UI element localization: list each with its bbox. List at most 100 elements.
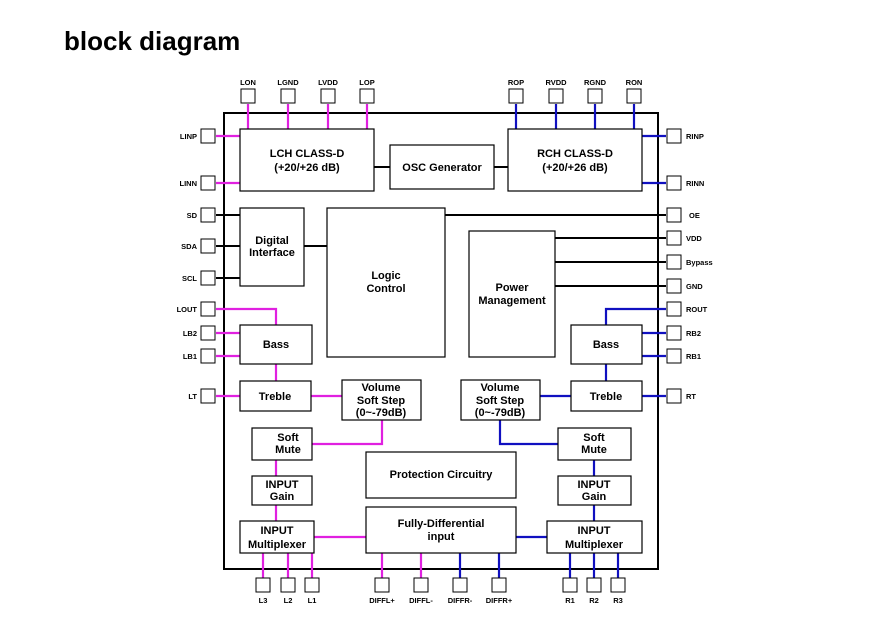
input-multiplexer-left-label-1: INPUT — [261, 525, 294, 537]
pin-l1: L1 — [304, 577, 320, 605]
rch-class-d-gain-label: (+20/+26 dB) — [542, 162, 608, 174]
volume-right-label-1: Volume — [481, 382, 520, 394]
pin-lb2-label: LB2 — [183, 329, 197, 338]
left-channel-wires — [216, 104, 423, 578]
pin-diffr-minus: DIFFR- — [448, 577, 473, 605]
treble-left-label: Treble — [259, 391, 291, 403]
pin-lt: LT — [188, 388, 216, 404]
input-multiplexer-right-block: INPUT Multiplexer — [546, 520, 643, 554]
input-gain-left-block: INPUT Gain — [251, 475, 313, 506]
page-title: block diagram — [64, 26, 241, 56]
input-multiplexer-right-label-1: INPUT — [578, 525, 611, 537]
lch-class-d-label: LCH CLASS-D — [270, 148, 345, 160]
pin-diffl-plus-label: DIFFL+ — [369, 596, 395, 605]
pin-lon-label: LON — [240, 78, 256, 87]
right-channel-wires — [458, 104, 666, 578]
pin-l1-label: L1 — [308, 596, 317, 605]
pin-linn: LINN — [180, 175, 216, 191]
osc-generator-block: OSC Generator — [389, 144, 495, 190]
input-gain-left-label-1: INPUT — [266, 479, 299, 491]
pin-lop-label: LOP — [359, 78, 374, 87]
pin-rt: RT — [666, 388, 696, 404]
lch-class-d-block: LCH CLASS-D (+20/+26 dB) — [239, 128, 375, 192]
pin-lout: LOUT — [177, 301, 216, 317]
pin-rb1-label: RB1 — [686, 352, 701, 361]
protection-circuitry-block: Protection Circuitry — [365, 451, 517, 499]
pin-ron-label: RON — [626, 78, 643, 87]
pin-lb1-label: LB1 — [183, 352, 197, 361]
soft-mute-left-label-1: Soft — [277, 432, 299, 444]
pin-diffl-minus-label: DIFFL- — [409, 596, 433, 605]
volume-left-label-3: (0~-79dB) — [356, 407, 407, 419]
pin-sd-label: SD — [187, 211, 198, 220]
pin-rvdd: RVDD — [545, 78, 567, 104]
volume-right-block: Volume Soft Step (0~-79dB) — [460, 379, 541, 421]
pin-diffl-minus: DIFFL- — [409, 577, 433, 605]
lch-class-d-gain-label: (+20/+26 dB) — [274, 162, 340, 174]
soft-mute-right-label-1: Soft — [583, 432, 605, 444]
pin-lvdd-label: LVDD — [318, 78, 338, 87]
pin-l3-label: L3 — [259, 596, 268, 605]
input-gain-right-label-2: Gain — [582, 491, 607, 503]
pin-rout-label: ROUT — [686, 305, 708, 314]
pin-l3: L3 — [255, 577, 271, 605]
logic-control-label-1: Logic — [371, 270, 400, 282]
fully-differential-label-1: Fully-Differential — [398, 518, 485, 530]
pin-l2: L2 — [280, 577, 296, 605]
pin-lgnd-label: LGND — [277, 78, 299, 87]
pin-diffr-plus-label: DIFFR+ — [486, 596, 513, 605]
pin-lop: LOP — [359, 78, 375, 104]
rch-class-d-block: RCH CLASS-D (+20/+26 dB) — [507, 128, 643, 192]
pin-vdd: VDD — [666, 230, 702, 246]
fully-differential-label-2: input — [428, 531, 455, 543]
pin-diffr-minus-label: DIFFR- — [448, 596, 473, 605]
pin-oe: OE — [666, 207, 700, 223]
input-gain-right-label-1: INPUT — [578, 479, 611, 491]
volume-left-label-1: Volume — [362, 382, 401, 394]
soft-mute-right-block: Soft Mute — [557, 427, 632, 461]
pin-rinp-label: RINP — [686, 132, 704, 141]
digital-interface-block: Digital Interface — [239, 207, 305, 287]
pin-r3-label: R3 — [613, 596, 623, 605]
pin-diffl-plus: DIFFL+ — [369, 577, 395, 605]
soft-mute-left-label-2: Mute — [275, 444, 301, 456]
fully-differential-input-block: Fully-Differential input — [365, 506, 517, 554]
input-multiplexer-left-block: INPUT Multiplexer — [239, 520, 315, 554]
digital-interface-label-1: Digital — [255, 235, 289, 247]
power-management-label-1: Power — [495, 282, 529, 294]
pin-lgnd: LGND — [277, 78, 299, 104]
input-multiplexer-right-label-2: Multiplexer — [565, 539, 624, 551]
input-multiplexer-left-label-2: Multiplexer — [248, 539, 307, 551]
pin-rb2: RB2 — [666, 325, 701, 341]
pin-r2-label: R2 — [589, 596, 599, 605]
pin-rop: ROP — [508, 78, 524, 104]
bass-left-block: Bass — [239, 324, 313, 365]
pin-linp-label: LINP — [180, 132, 197, 141]
power-management-block: Power Management — [468, 230, 556, 358]
pin-lb1: LB1 — [183, 348, 216, 364]
pin-bypass-label: Bypass — [686, 258, 713, 267]
pin-gnd: GND — [666, 278, 703, 294]
pin-r3: R3 — [610, 577, 626, 605]
treble-right-block: Treble — [570, 380, 643, 412]
pin-r1-label: R1 — [565, 596, 575, 605]
soft-mute-left-block: Soft Mute — [251, 427, 313, 461]
pin-r2: R2 — [586, 577, 602, 605]
pin-rgnd-label: RGND — [584, 78, 607, 87]
pin-gnd-label: GND — [686, 282, 703, 291]
chip-outline — [223, 112, 659, 570]
protection-circuitry-label: Protection Circuitry — [390, 469, 494, 481]
osc-generator-label: OSC Generator — [402, 162, 482, 174]
pin-rvdd-label: RVDD — [545, 78, 567, 87]
volume-right-label-2: Soft Step — [476, 395, 525, 407]
soft-mute-right-label-2: Mute — [581, 444, 607, 456]
control-wires — [216, 166, 666, 287]
pin-rb1: RB1 — [666, 348, 701, 364]
bass-right-block: Bass — [570, 324, 643, 365]
pin-rinn-label: RINN — [686, 179, 704, 188]
pin-scl: SCL — [182, 270, 216, 286]
pin-lt-label: LT — [188, 392, 197, 401]
pin-rb2-label: RB2 — [686, 329, 701, 338]
pin-rinn: RINN — [666, 175, 704, 191]
